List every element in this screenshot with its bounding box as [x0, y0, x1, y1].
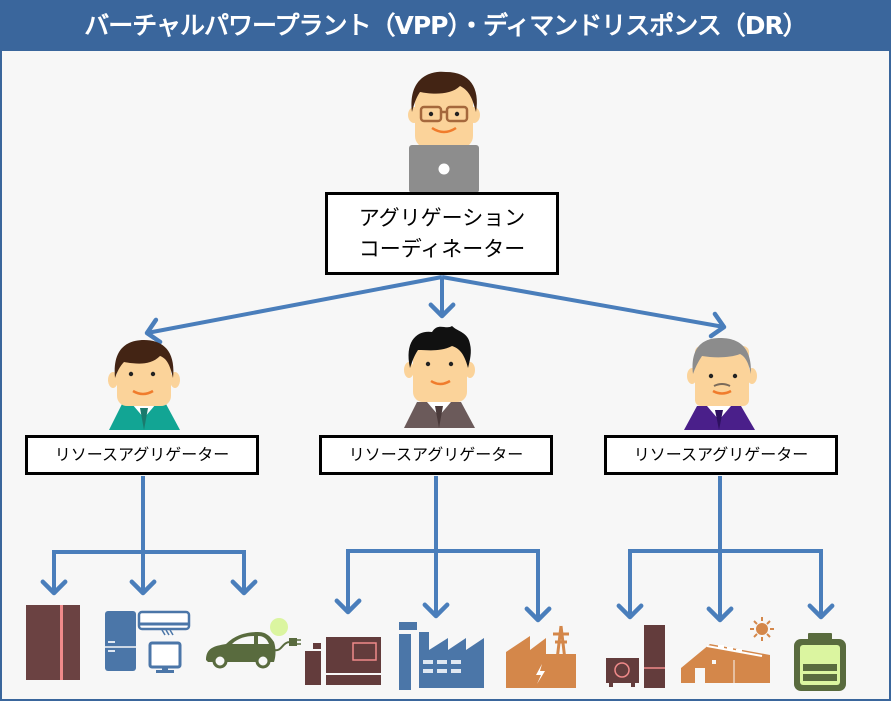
coordinator-arrows — [144, 275, 727, 345]
person-with-laptop-icon — [408, 71, 480, 193]
aggregator-person-icon — [108, 340, 180, 430]
aggregation-coordinator-box: アグリゲーション コーディネーター — [325, 192, 559, 275]
factory-icon — [399, 622, 484, 690]
aggregator-3-connectors — [616, 476, 835, 623]
generator-icon — [305, 637, 381, 685]
electric-vehicle-icon — [206, 618, 301, 669]
coordinator-label-line2: コーディネーター — [358, 237, 526, 261]
coordinator-label-line1: アグリゲーション — [358, 206, 526, 230]
resource-aggregator-label: リソースアグリゲーター — [633, 445, 809, 464]
resource-aggregator-label: リソースアグリゲーター — [348, 445, 524, 464]
battery-icon — [794, 633, 846, 691]
aggregator-person-icon — [404, 326, 475, 428]
home-appliances-icon — [105, 610, 191, 673]
power-plant-icon — [506, 625, 576, 688]
storage-cabinet-icon — [26, 605, 80, 680]
resource-aggregator-label: リソースアグリゲーター — [54, 445, 230, 464]
aggregator-2-connectors — [334, 476, 552, 623]
solar-house-icon — [681, 617, 774, 683]
page-title: バーチャルパワープラント（VPP）・ディマンドリスポンス（DR） — [0, 0, 891, 51]
resource-aggregator-box-2: リソースアグリゲーター — [319, 435, 553, 475]
heat-pump-water-heater-icon — [606, 625, 665, 688]
resource-aggregator-box-1: リソースアグリゲーター — [25, 435, 259, 475]
aggregator-person-icon — [684, 338, 757, 430]
arrow-to-aggregator-3 — [441, 275, 727, 339]
arrow-to-aggregator-1 — [144, 275, 443, 345]
aggregator-1-connectors — [40, 476, 258, 596]
resource-aggregator-box-3: リソースアグリゲーター — [604, 435, 838, 475]
